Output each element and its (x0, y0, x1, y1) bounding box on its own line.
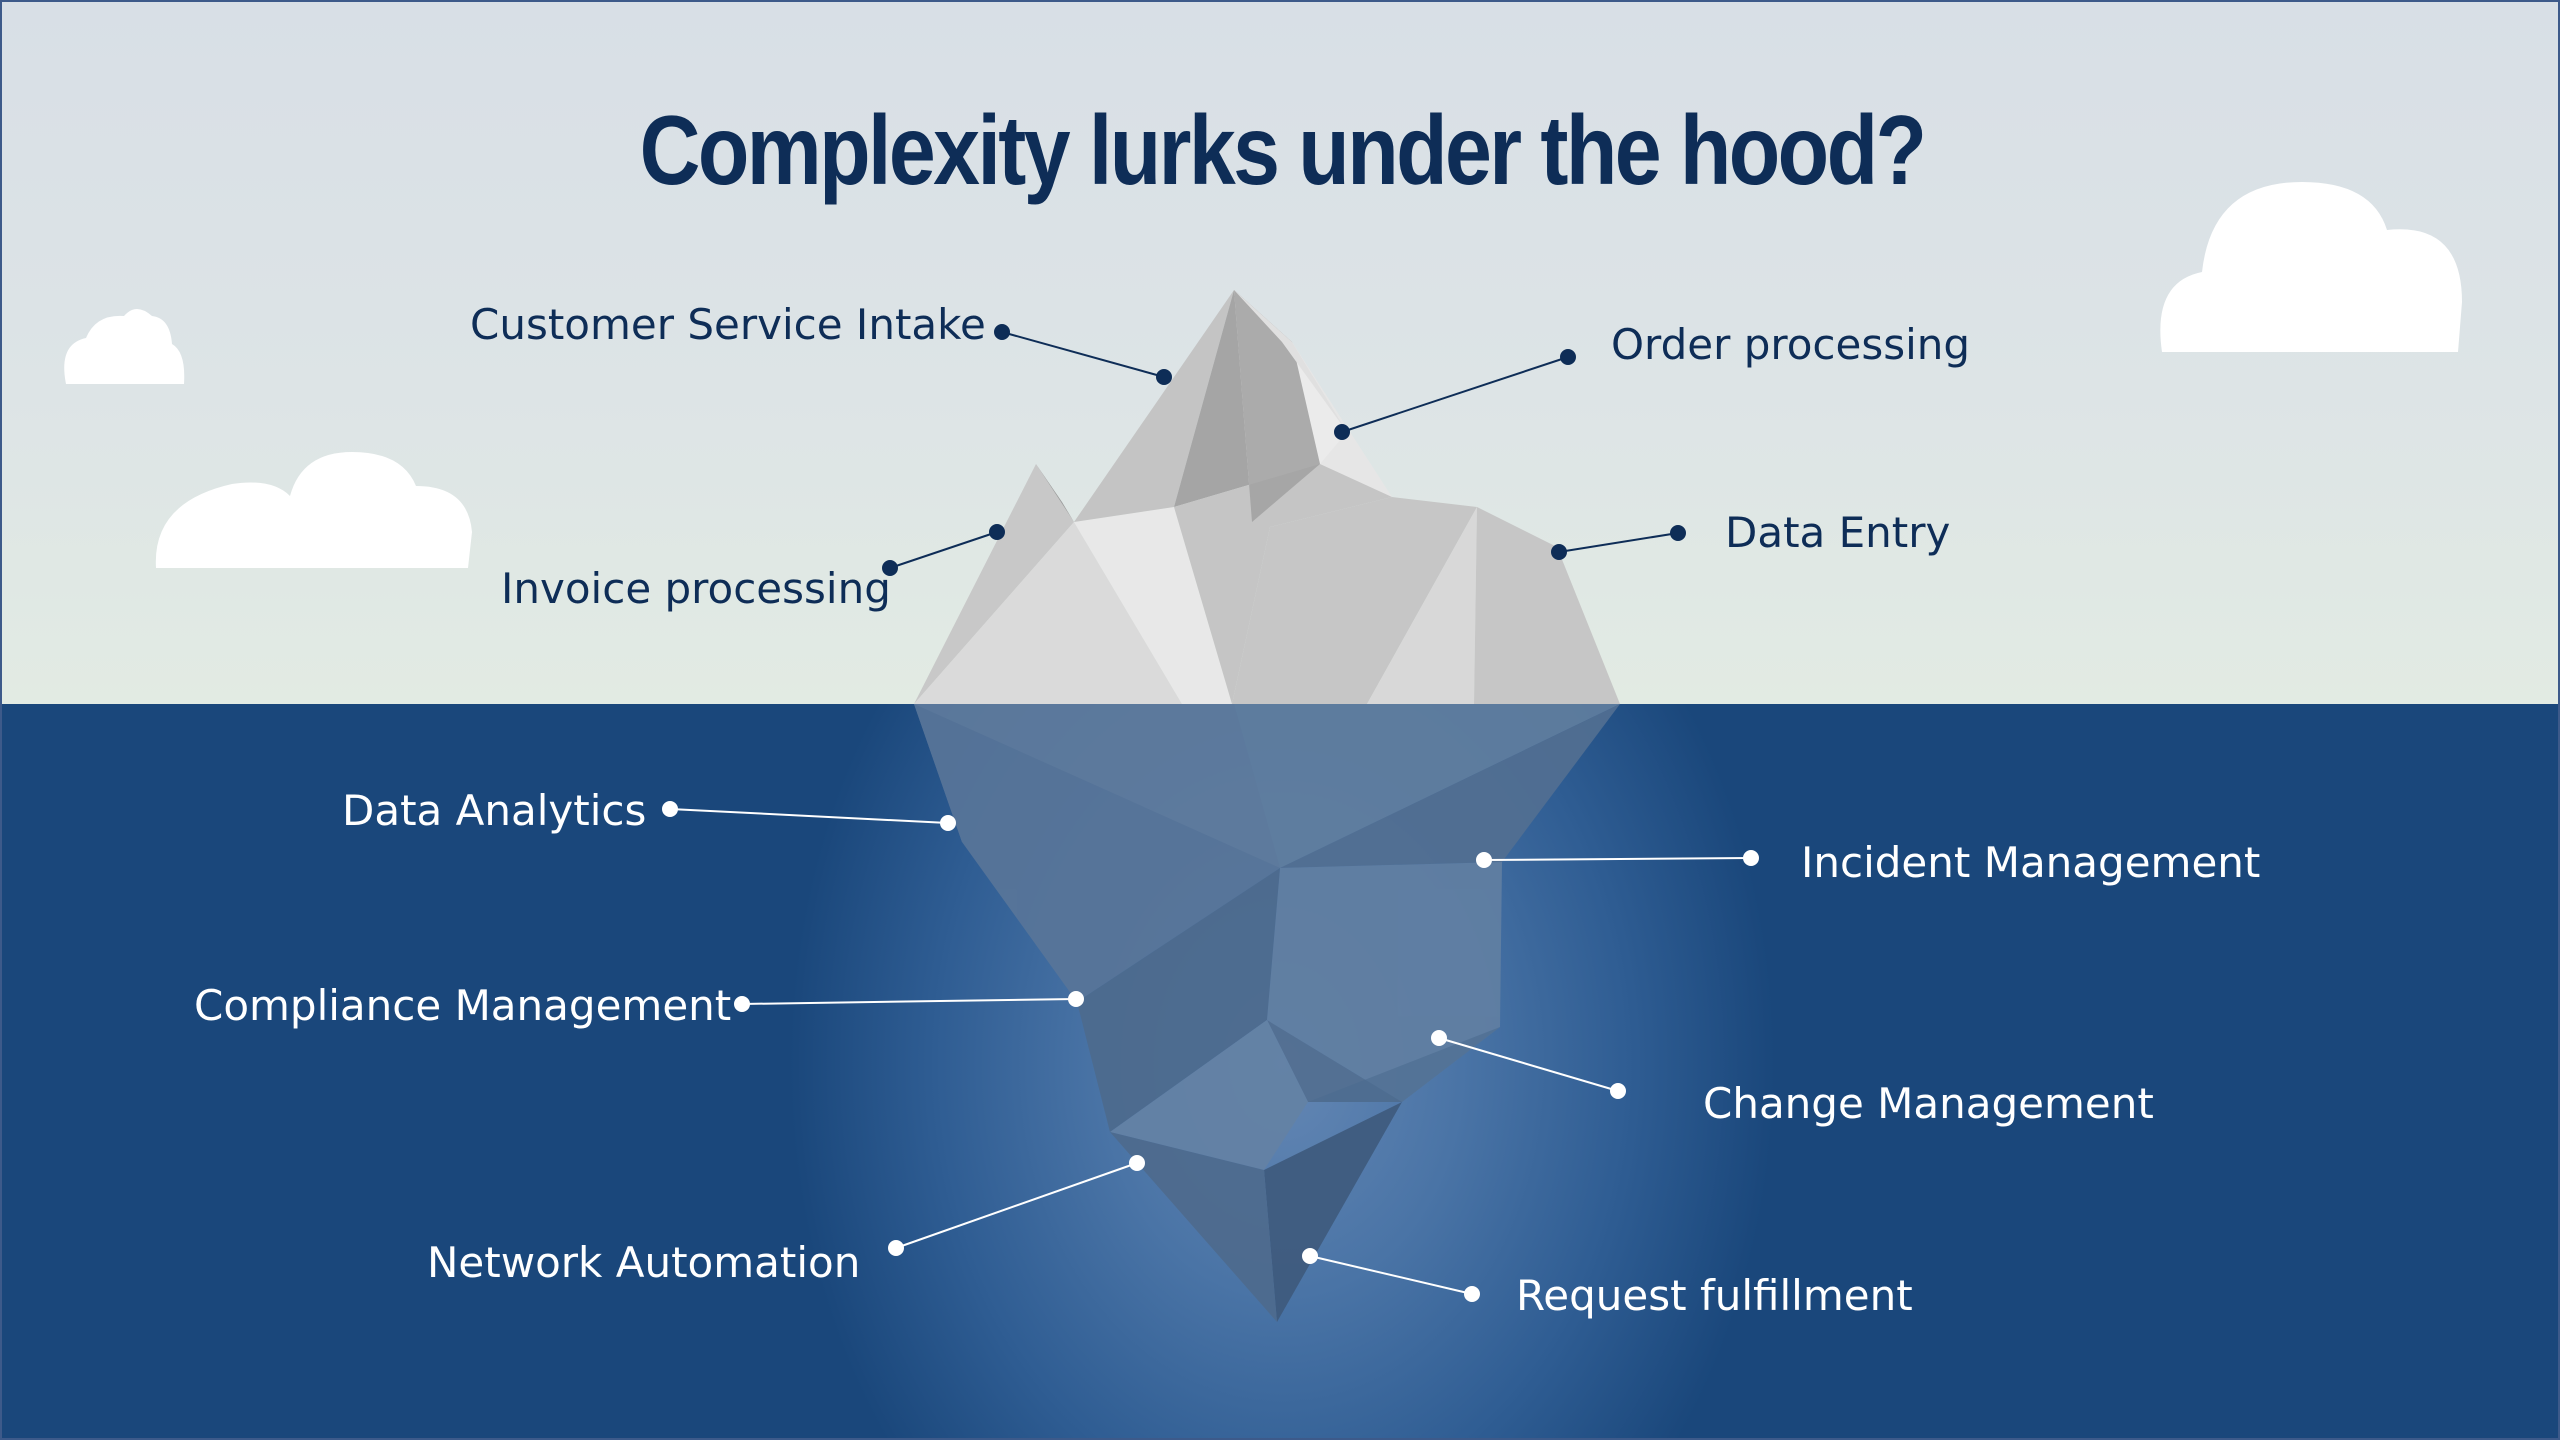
iceberg-tip (914, 290, 1620, 704)
label-compliance-management: Compliance Management (194, 981, 732, 1030)
label-incident-management: Incident Management (1801, 838, 2261, 887)
connectors-below-water (662, 801, 1759, 1302)
cloud-icon (155, 452, 473, 568)
slide-title: Complexity lurks under the hood? (639, 95, 1927, 205)
label-order-processing: Order processing (1611, 320, 1971, 369)
connectors-above-water (882, 324, 1686, 576)
cloud-icon (2160, 182, 2462, 352)
label-data-analytics: Data Analytics (342, 786, 647, 835)
label-change-management: Change Management (1703, 1079, 2154, 1128)
label-customer-service-intake: Customer Service Intake (470, 300, 986, 349)
label-network-automation: Network Automation (427, 1238, 861, 1287)
label-request-fulfillment: Request fulfillment (1516, 1271, 1913, 1320)
label-data-entry: Data Entry (1725, 508, 1951, 557)
iceberg-submerged (914, 704, 1620, 1322)
label-invoice-processing: Invoice processing (501, 564, 891, 613)
cloud-icon (64, 309, 185, 384)
